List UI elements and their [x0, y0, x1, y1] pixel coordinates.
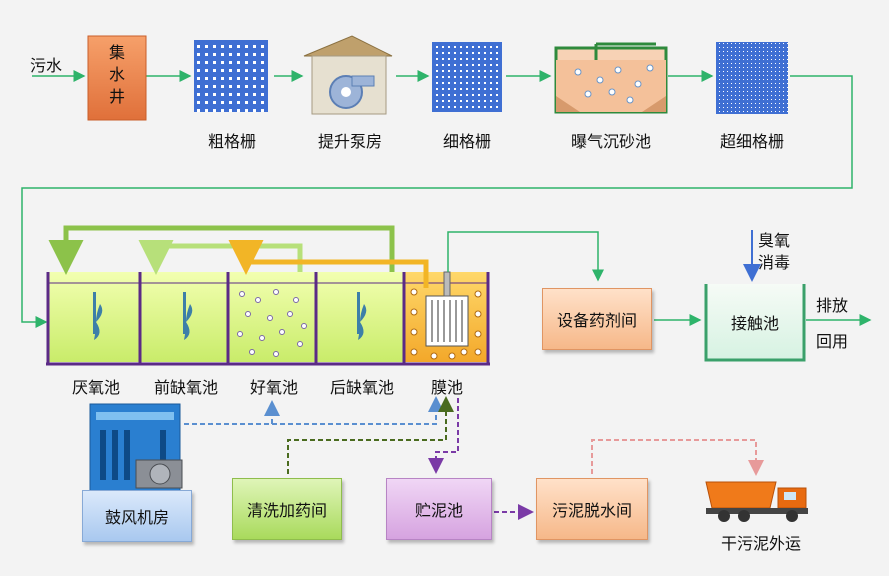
chemical-line	[287, 396, 454, 474]
mixer-icon	[93, 292, 367, 340]
truck-icon	[705, 481, 808, 522]
discharge-label: 排放	[816, 296, 849, 315]
cleaning-dosing-room: 清洗加药间	[232, 478, 342, 540]
ozone-disinfection-label: 臭氧 消毒	[758, 231, 791, 272]
reuse-label: 回用	[816, 332, 849, 351]
membrane-module-icon	[410, 271, 482, 360]
fine-screen-label: 细格栅	[442, 132, 491, 151]
aeration-bubbles	[237, 289, 307, 357]
return-line-yellow	[228, 240, 429, 288]
collection-well-label: 集 水 井	[108, 43, 125, 106]
dry-sludge-transport-label: 干污泥外运	[720, 534, 801, 553]
sludge-line	[428, 398, 534, 520]
pump-house-label: 提升泵房	[317, 132, 382, 151]
aerated-grit-label: 曝气沉砂池	[570, 132, 651, 151]
fine-screen-icon	[432, 42, 502, 112]
blower-room-equipment	[89, 403, 183, 495]
return-line-mid	[138, 240, 303, 275]
coarse-screen-icon	[194, 40, 268, 112]
pre-anoxic-tank-label: 前缺氧池	[153, 378, 218, 397]
main-flow-line	[21, 70, 853, 328]
contact-tank-label: 接触池	[730, 314, 779, 333]
coarse-screen-label: 粗格栅	[207, 132, 256, 151]
dry-sludge-line	[591, 439, 764, 476]
membrane-tank-label: 膜池	[430, 378, 463, 397]
air-supply-line	[184, 396, 444, 425]
collection-well-block	[87, 35, 147, 121]
sludge-dewatering-room: 污泥脱水间	[536, 478, 648, 540]
sewage-label: 污水	[30, 56, 63, 75]
contact-tank-icon	[704, 284, 806, 362]
anaerobic-tank-label: 厌氧池	[71, 378, 120, 397]
post-anoxic-tank-label: 后缺氧池	[329, 378, 394, 397]
aerobic-tank-label: 好氧池	[249, 378, 298, 397]
aerated-grit-icon	[554, 42, 668, 114]
effluent-flow-line	[447, 231, 872, 326]
ultra-fine-screen-icon	[716, 42, 788, 114]
equipment-chemical-room: 设备药剂间	[542, 288, 652, 350]
pump-house-icon	[303, 35, 393, 115]
return-line-outer	[48, 225, 395, 275]
sludge-storage-tank: 贮泥池	[386, 478, 492, 540]
ultra-fine-screen-label: 超细格栅	[719, 132, 784, 151]
blower-room: 鼓风机房	[82, 490, 192, 542]
